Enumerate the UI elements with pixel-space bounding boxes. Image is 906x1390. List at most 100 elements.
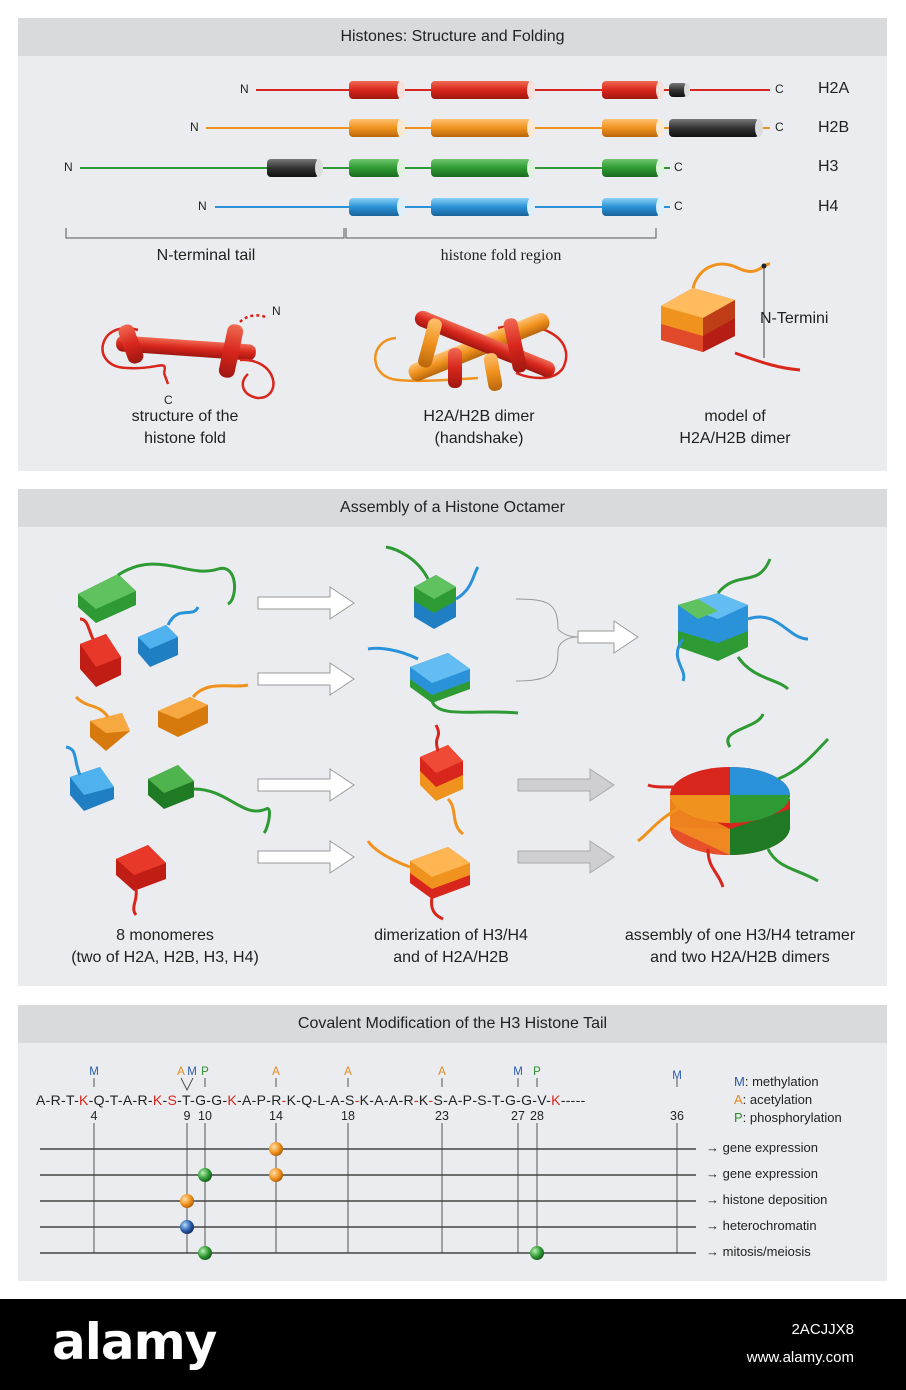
dimer-h2a-h2b-b	[366, 840, 470, 921]
sequence-residue: -T	[486, 1092, 500, 1108]
modification-lines-diagram	[40, 1077, 696, 1260]
sequence-residue: -A	[443, 1092, 458, 1108]
sequence-residue: K	[152, 1092, 163, 1108]
position-27: 27	[511, 1109, 525, 1123]
sequence-residue: -	[413, 1092, 419, 1108]
position-4: 4	[90, 1109, 98, 1123]
handshake-caption-1: H2A/H2B dimer	[423, 408, 535, 425]
h2a-c-label: C	[775, 82, 784, 96]
dimer-model-caption-1: model of	[704, 408, 766, 425]
sequence-residue: -G	[206, 1092, 223, 1108]
arrows-column-2	[517, 620, 639, 874]
sequence-residue: -R	[45, 1092, 62, 1108]
histone-bars-diagram	[65, 81, 801, 400]
sequence-residue: -L	[312, 1092, 326, 1108]
sequence-residue: -T	[61, 1092, 75, 1108]
sequence-residue: -R	[132, 1092, 148, 1108]
sequence-residue: -A	[117, 1092, 133, 1108]
dimer-model-illustration	[661, 262, 801, 372]
panel-title: Histones: Structure and Folding	[18, 18, 887, 56]
monomers-caption-2: (two of H2A, H2B, H3, H4)	[71, 949, 259, 966]
marker-acetyl-k18: A	[344, 1066, 352, 1078]
monomer-h2b-orange-2	[74, 695, 130, 751]
site-url: www.alamy.com	[746, 1349, 854, 1366]
sequence-residue: -Q	[88, 1092, 105, 1108]
sequence-residue: -A	[325, 1092, 341, 1108]
h3-name: H3	[818, 158, 839, 175]
legend-methylation: M: methylation	[734, 1074, 819, 1089]
sequence-residue: K	[227, 1092, 238, 1108]
sequence-residue: -G	[190, 1092, 207, 1108]
sequence-residue: -	[428, 1092, 434, 1108]
h2b-c-label: C	[775, 120, 784, 134]
position-28: 28	[530, 1109, 544, 1123]
h2a-name: H2A	[818, 80, 850, 97]
outcome-gene-expression-1: → gene expression	[706, 1140, 819, 1155]
modification-markers	[180, 1142, 544, 1260]
sequence-residue: S	[433, 1092, 444, 1108]
dimer-h2a-h2b	[420, 724, 465, 836]
h2a-bar	[256, 81, 770, 99]
watermark-footer: alamy 2ACJJX8 www.alamy.com	[0, 1299, 906, 1390]
region-brackets	[65, 228, 657, 239]
sequence-residue: -S	[340, 1092, 355, 1108]
panel-title: Covalent Modification of the H3 Histone …	[18, 1005, 887, 1043]
h2b-name: H2B	[818, 119, 850, 136]
dimer-model-caption-2: H2A/H2B dimer	[679, 430, 791, 447]
fold-c-label: C	[164, 393, 173, 407]
sequence-residue: S	[167, 1092, 178, 1108]
monomer-h3-green-2	[148, 765, 271, 835]
assembly-caption-1: assembly of one H3/H4 tetramer	[624, 927, 856, 944]
monomer-h4-blue-1	[138, 606, 200, 667]
h3-bar	[80, 159, 670, 177]
outcome-lines	[40, 1148, 696, 1254]
handshake-caption-2: (handshake)	[434, 430, 524, 447]
h4-bar	[215, 198, 670, 216]
sequence-residue: -T	[104, 1092, 118, 1108]
monomer-h2a-red-1	[79, 617, 121, 687]
sequence-residue: -	[162, 1092, 168, 1108]
h3-n-label: N	[64, 160, 73, 174]
position-18: 18	[341, 1109, 355, 1123]
h4-n-label: N	[198, 199, 207, 213]
sequence-residue: -A	[383, 1092, 399, 1108]
histone-fold-caption-2: histone fold	[144, 430, 226, 447]
monomer-h3-green	[78, 562, 237, 623]
marker-methyl-k27: M	[513, 1066, 523, 1078]
sequence-residue: K	[79, 1092, 89, 1108]
sequence-residue: -	[147, 1092, 153, 1108]
monomer-h4-blue-2	[65, 745, 114, 811]
merge-brace	[515, 598, 579, 682]
sequence-residue: -T	[177, 1092, 191, 1108]
n-terminal-tail-label: N-terminal tail	[156, 247, 256, 264]
marker-methyl-k4: M	[89, 1066, 99, 1078]
marker-acetyl-k9: A	[177, 1066, 185, 1078]
arrows-column-1	[257, 586, 355, 874]
h2b-bar	[206, 119, 770, 137]
marker-methyl-k36: M	[672, 1070, 682, 1082]
outcome-histone-deposition: → histone deposition	[706, 1192, 828, 1207]
marker-phospho-s28: P	[533, 1066, 541, 1078]
histone-fold-region-label: histone fold region	[440, 247, 562, 264]
sequence-residue: -----	[560, 1092, 586, 1108]
position-36: 36	[670, 1109, 684, 1123]
marker-acetyl-k14: A	[272, 1066, 280, 1078]
sequence-residue: -R	[266, 1092, 282, 1108]
sequence-residue: -A	[369, 1092, 384, 1108]
monomer-h2a-red-2	[116, 845, 166, 916]
h2a-n-label: N	[240, 82, 249, 96]
sequence-residue: -P	[251, 1092, 267, 1108]
outcome-heterochromatin: → heterochromatin	[706, 1218, 817, 1233]
dimerization-caption-1: dimerization of H3/H4	[374, 927, 528, 944]
sequence-residue: -G	[516, 1092, 533, 1108]
marker-phospho-s10: P	[201, 1066, 209, 1078]
dimer-h3-h4	[385, 545, 480, 629]
sequence-residue: -	[281, 1092, 287, 1108]
monomers-caption-1: 8 monomeres	[116, 927, 214, 944]
histone-structure-panel: Histones: Structure and Folding	[18, 18, 887, 471]
image-id: 2ACJJX8	[791, 1321, 854, 1338]
sequence-residue: -V	[532, 1092, 547, 1108]
modification-legend: M: methylation A: acetylation P: phospho…	[734, 1073, 842, 1127]
dimer-h3-h4-b	[367, 646, 519, 715]
sequence-residue: -	[74, 1092, 80, 1108]
